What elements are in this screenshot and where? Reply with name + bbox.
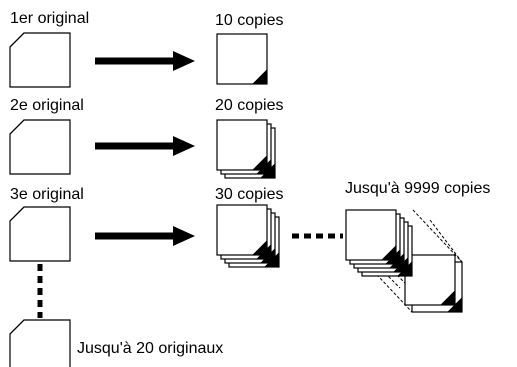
copy-stack-2-icon: [216, 119, 276, 179]
arrow-1-icon: [95, 51, 195, 71]
copy-stack-1-icon: [216, 33, 268, 85]
arrow-3-icon: [95, 226, 195, 246]
arrow-2-icon: [95, 136, 195, 156]
max-originals-label: Jusqu'à 20 originaux: [77, 340, 224, 357]
copies-2-label: 20 copies: [215, 97, 284, 114]
original-document-last-icon: [9, 319, 71, 367]
original-document-2-icon: [9, 119, 71, 175]
original-3-label: 3e original: [10, 186, 84, 203]
max-copies-label: Jusqu'à 9999 copies: [345, 180, 491, 197]
copies-3-label: 30 copies: [215, 186, 284, 203]
original-2-label: 2e original: [10, 97, 84, 114]
original-document-1-icon: [9, 32, 71, 88]
copies-1-label: 10 copies: [215, 12, 284, 29]
copy-stack-3-icon: [216, 204, 280, 268]
original-document-3-icon: [9, 206, 71, 262]
max-copy-stack-icon: [345, 209, 463, 313]
original-1-label: 1er original: [10, 10, 90, 27]
